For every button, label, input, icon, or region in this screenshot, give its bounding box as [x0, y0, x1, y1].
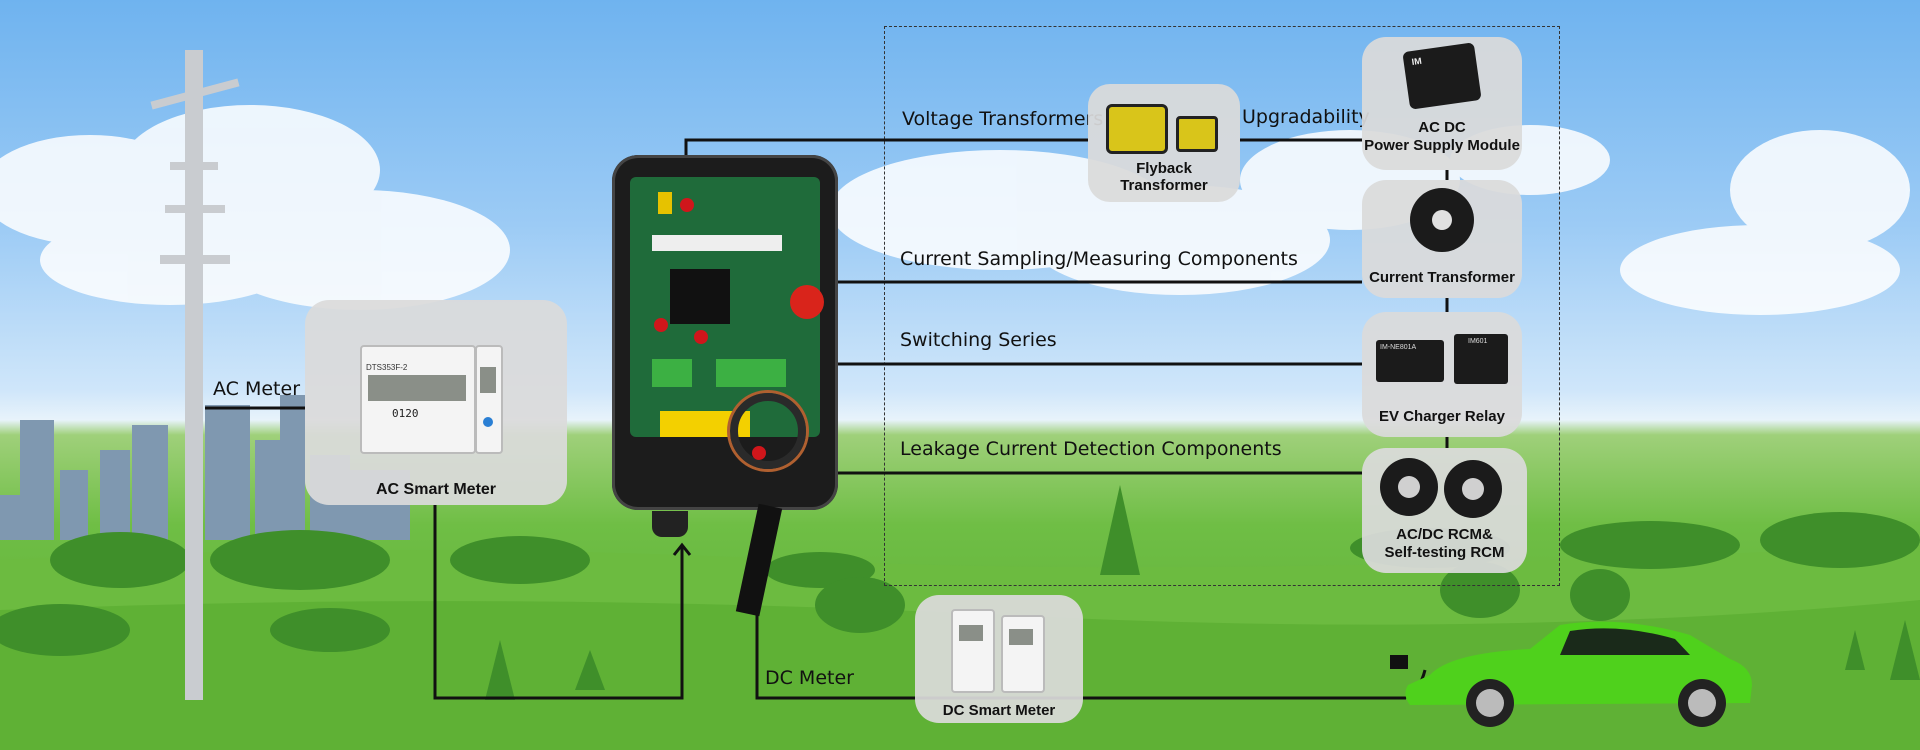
cable-gland — [652, 511, 688, 537]
charger-ct-coil — [730, 393, 806, 469]
ev-charger-enclosure — [612, 155, 838, 617]
dc-meter-device-2 — [1001, 615, 1045, 693]
card-ac-smart-meter: DTS353F-2 0120 AC Smart Meter — [305, 300, 567, 505]
label-dc-meter: DC Meter — [765, 667, 854, 689]
component-region — [884, 26, 1560, 586]
relay1-model-text: IM-NE801A — [1380, 344, 1417, 351]
label-switching-series: Switching Series — [900, 329, 1057, 351]
card-dc-smart-meter: DC Smart Meter — [915, 595, 1083, 723]
caption-rcm-line1: AC/DC RCM& — [1396, 526, 1493, 543]
flyback-transformer-large — [1106, 104, 1168, 154]
power-supply-module: IM — [1402, 42, 1482, 110]
caption-flyback-line1: Flyback — [1136, 160, 1192, 177]
caption-acdc-line2: Power Supply Module — [1364, 137, 1520, 154]
card-current-transformer: Current Transformer — [1362, 180, 1522, 298]
caption-flyback: Flyback Transformer — [1088, 160, 1240, 194]
charger-pcb — [630, 177, 820, 437]
card-acdc-power-supply: IM AC DC Power Supply Module — [1362, 37, 1522, 170]
label-leakage-detection: Leakage Current Detection Components — [900, 438, 1282, 460]
rcm-device-1 — [1380, 458, 1438, 516]
ac-meter-device: DTS353F-2 0120 — [360, 345, 476, 454]
meter-reading-text: 0120 — [392, 407, 419, 420]
caption-ev-charger-relay: EV Charger Relay — [1379, 408, 1505, 425]
marker-leakage — [752, 446, 766, 460]
label-upgradability: Upgradability — [1242, 106, 1370, 128]
utility-pole — [150, 50, 240, 700]
line-meter-charger — [433, 505, 684, 700]
caption-acdc-line1: AC DC — [1418, 119, 1466, 136]
emergency-button — [790, 285, 824, 319]
meter-model-text: DTS353F-2 — [366, 363, 408, 372]
label-current-sampling: Current Sampling/Measuring Components — [900, 248, 1298, 270]
caption-dc-smart-meter: DC Smart Meter — [942, 702, 1056, 719]
marker-voltage — [680, 198, 694, 212]
dc-meter-device-1 — [951, 609, 995, 693]
caption-current-transformer: Current Transformer — [1369, 269, 1515, 286]
caption-flyback-line2: Transformer — [1120, 177, 1208, 194]
marker-switching-1 — [654, 318, 668, 332]
label-voltage-transformers: Voltage Transformers — [902, 108, 1104, 130]
psu-brand-text: IM — [1411, 55, 1423, 68]
relay-large: IM-NE801A — [1376, 340, 1444, 382]
relay-small: IM601 — [1454, 334, 1508, 384]
caption-rcm-line2: Self-testing RCM — [1384, 544, 1505, 561]
card-flyback-transformer: Flyback Transformer — [1088, 84, 1240, 202]
label-ac-meter: AC Meter — [213, 378, 301, 400]
current-transformer-device — [1410, 188, 1474, 252]
marker-switching-2 — [694, 330, 708, 344]
card-rcm: AC/DC RCM& Self-testing RCM — [1362, 448, 1527, 573]
caption-rcm: AC/DC RCM& Self-testing RCM — [1362, 526, 1527, 562]
electric-car — [1390, 621, 1752, 727]
caption-ac-smart-meter: AC Smart Meter — [375, 481, 497, 498]
flyback-transformer-small — [1176, 116, 1218, 152]
rcm-device-2 — [1444, 460, 1502, 518]
card-ev-charger-relay: IM-NE801A IM601 EV Charger Relay — [1362, 312, 1522, 437]
caption-acdc: AC DC Power Supply Module — [1362, 119, 1522, 155]
relay2-model-text: IM601 — [1468, 338, 1488, 345]
din-meter-device — [475, 345, 503, 454]
